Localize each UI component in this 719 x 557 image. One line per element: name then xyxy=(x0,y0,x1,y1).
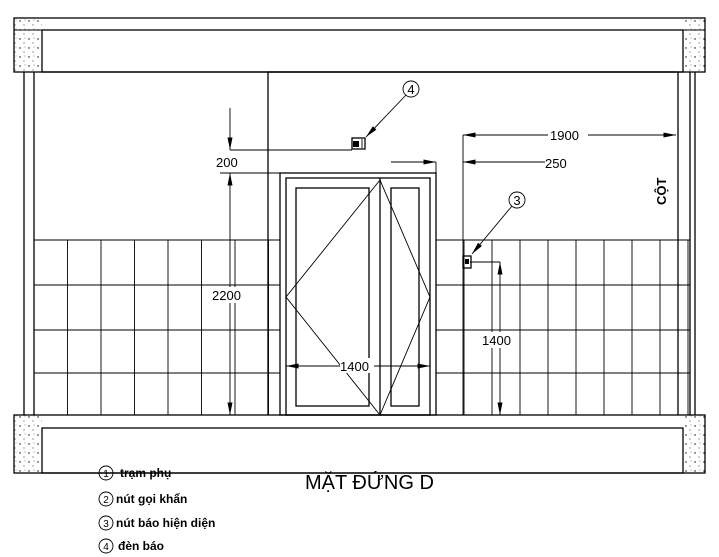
callout-4-num: 4 xyxy=(407,82,414,97)
legend-item: 2 nút gọi khẩn xyxy=(98,491,187,507)
dim-200-label: 200 xyxy=(216,155,238,170)
dim-1400-h-label: 1400 xyxy=(340,359,369,374)
legend-item: 3 nút báo hiện diện xyxy=(98,515,215,531)
door xyxy=(279,172,437,416)
dim-1900-label: 1900 xyxy=(550,128,579,143)
column-label: CỘT xyxy=(654,178,669,206)
drawing-title: MẶT ĐỨNG D xyxy=(305,471,434,494)
dim-250-label: 250 xyxy=(545,156,567,171)
legend-item: 4 đèn báo xyxy=(98,538,164,554)
presence-button xyxy=(462,255,472,269)
svg-text:nút gọi khẩn: nút gọi khẩn xyxy=(116,492,187,506)
dimension-1400-horizontal: 1400 xyxy=(286,358,430,374)
left-column xyxy=(23,72,35,415)
dimension-1400-vertical: 1400 xyxy=(470,261,518,415)
svg-text:4: 4 xyxy=(103,542,109,553)
dimension-250: 250 xyxy=(463,156,567,171)
bottom-beam xyxy=(13,414,706,474)
wall-opening xyxy=(267,71,676,415)
callout-4: 4 xyxy=(365,80,420,138)
legend-item: 1 trạm phụ xyxy=(98,465,171,481)
dim-1400-v-label: 1400 xyxy=(482,333,511,348)
svg-text:2: 2 xyxy=(103,495,109,506)
wall-tiles xyxy=(33,239,690,415)
svg-text:đèn báo: đèn báo xyxy=(118,539,164,553)
svg-text:nút báo hiện diện: nút báo hiện diện xyxy=(116,516,215,530)
right-column xyxy=(677,72,696,415)
dimension-2200: 2200 xyxy=(210,173,250,415)
legend: 1 trạm phụ 2 nút gọi khẩn 3 nút báo hiện… xyxy=(98,465,215,554)
dimension-200: 200 xyxy=(216,108,352,174)
callout-3: 3 xyxy=(471,191,526,255)
door-edge-arrow xyxy=(391,159,437,173)
top-beam xyxy=(13,17,706,73)
indicator-light xyxy=(351,137,366,150)
svg-text:3: 3 xyxy=(103,519,109,530)
dimension-1900: 1900 xyxy=(462,127,676,415)
callout-3-num: 3 xyxy=(513,193,520,208)
svg-text:trạm phụ: trạm phụ xyxy=(120,466,171,480)
dim-2200-label: 2200 xyxy=(212,288,241,303)
svg-text:1: 1 xyxy=(103,469,109,480)
